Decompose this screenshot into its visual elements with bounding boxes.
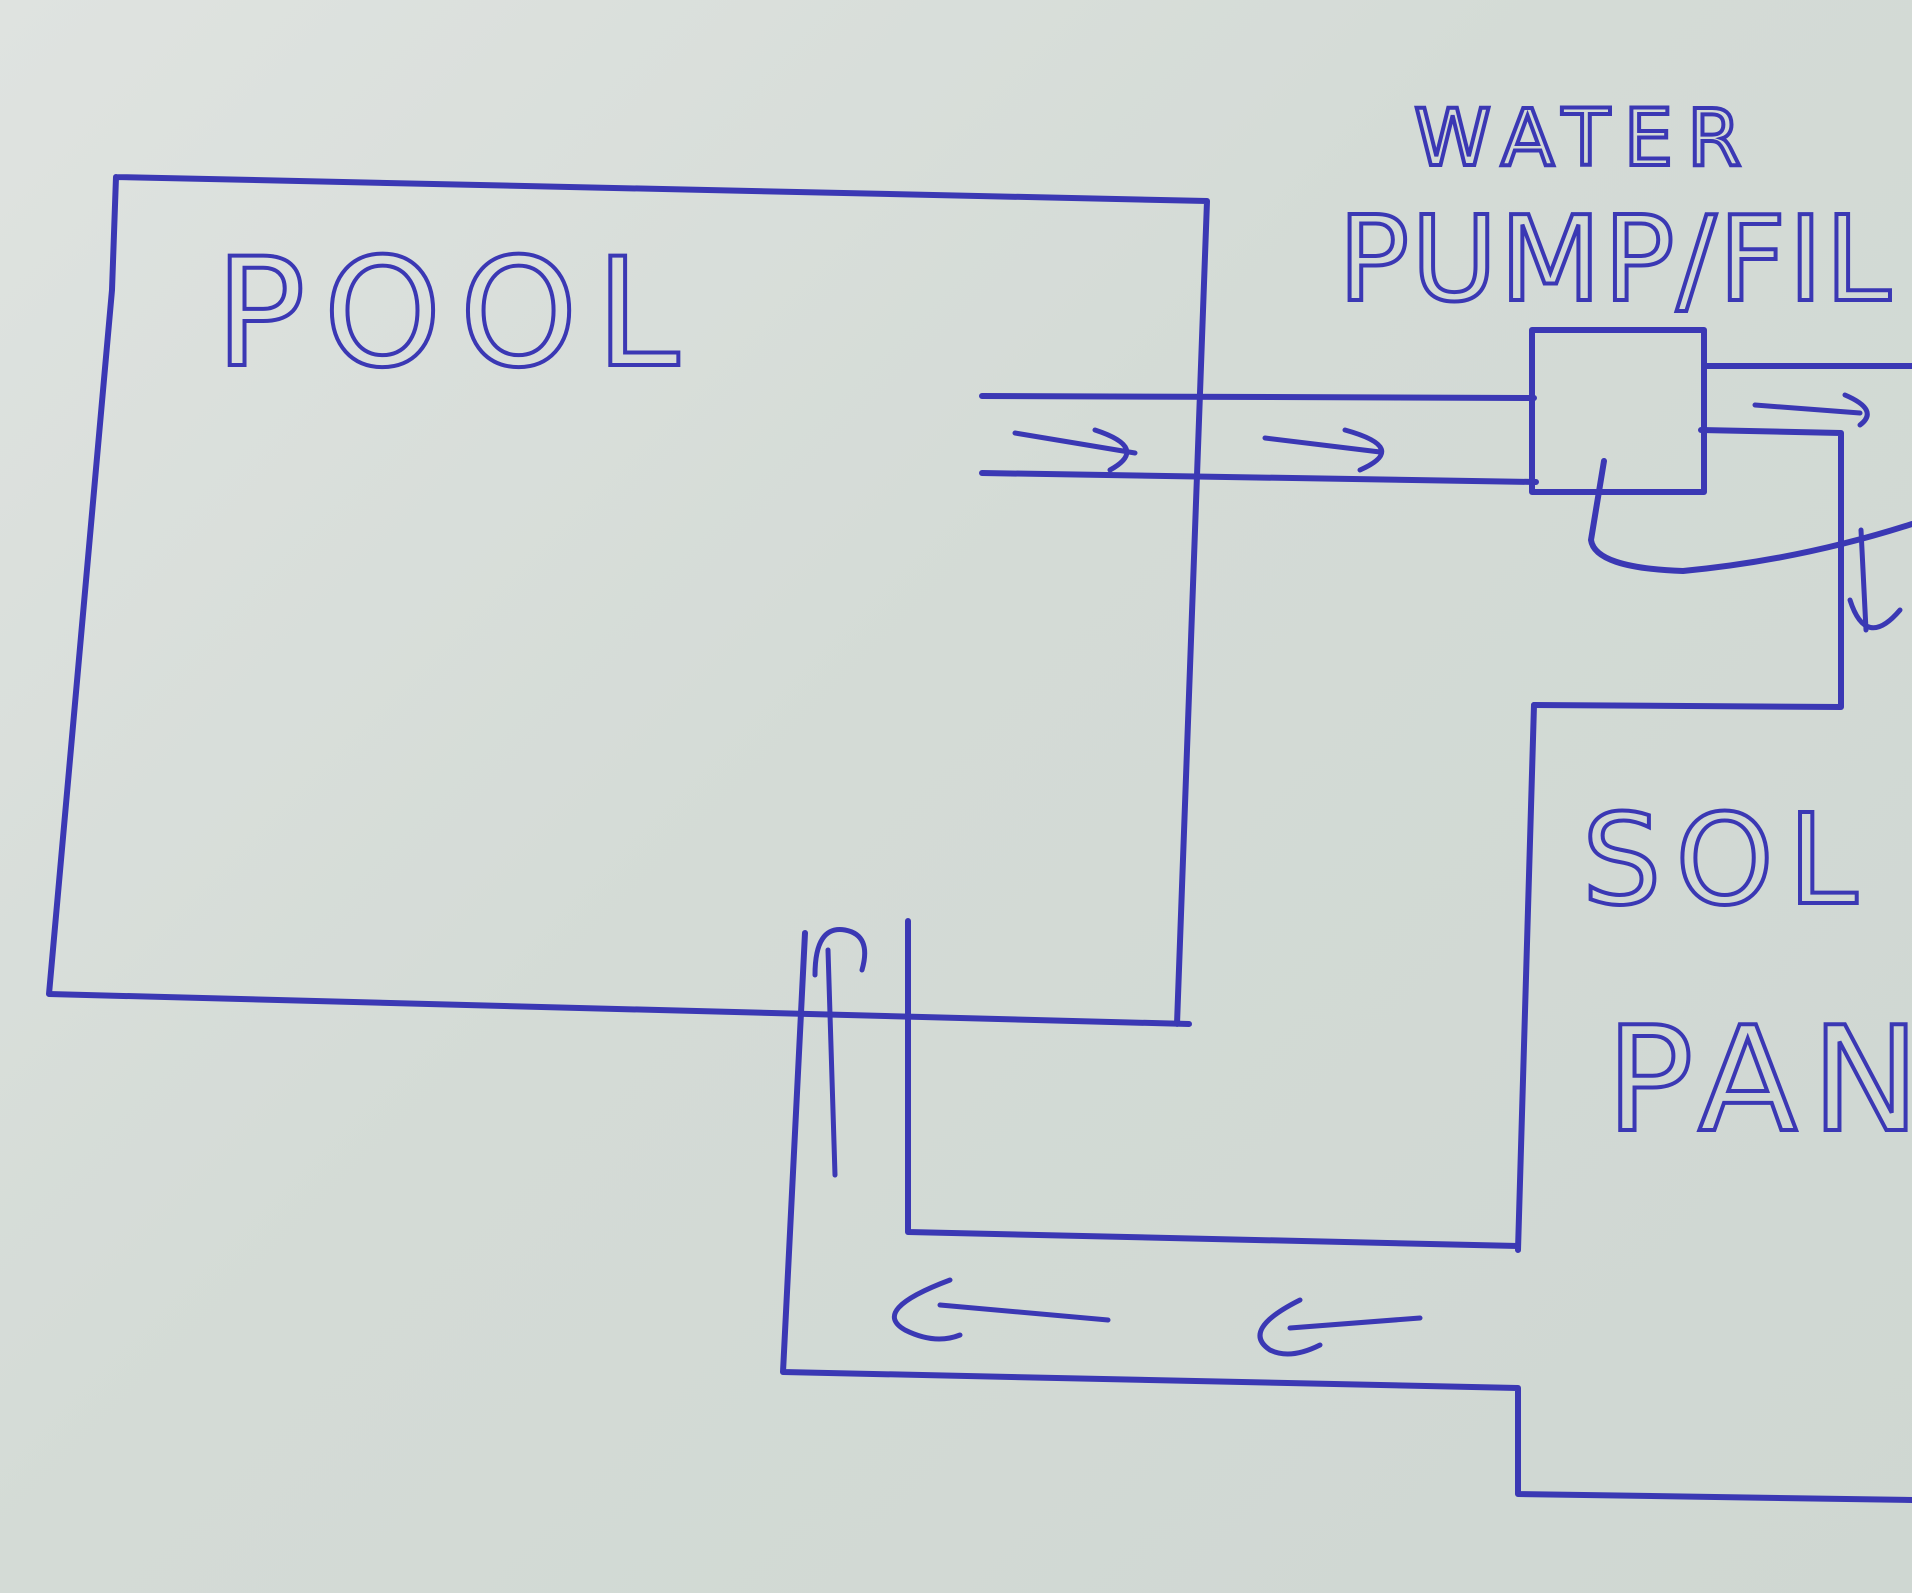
pump-label-line1: WATER	[1414, 94, 1755, 184]
flow-arrow-right-icon	[1752, 392, 1870, 428]
solar-label-line1: SOL	[1582, 788, 1871, 933]
flow-arrow-right-icon	[1262, 427, 1385, 473]
solar-label-line2: PAN	[1606, 996, 1912, 1165]
pool-outline	[46, 174, 1210, 1027]
pool-label: POOL	[215, 227, 697, 401]
flow-arrow-left-icon	[1257, 1297, 1423, 1357]
solar-panel-outline	[1515, 702, 1537, 1253]
flow-arrow-left-icon	[891, 1277, 1111, 1342]
pump-filter-box	[1529, 327, 1707, 495]
flow-arrow-up-icon	[812, 927, 868, 1178]
pump-outlet-pipe	[1531, 363, 1912, 710]
flow-arrow-right-icon	[1012, 427, 1138, 473]
filter-line	[1588, 458, 1912, 574]
pump-label-line2: PUMP/FIL	[1338, 190, 1893, 328]
intake-pipe	[979, 393, 1539, 485]
return-pipe	[780, 918, 1912, 1503]
flow-arrow-down-icon	[1847, 527, 1903, 633]
